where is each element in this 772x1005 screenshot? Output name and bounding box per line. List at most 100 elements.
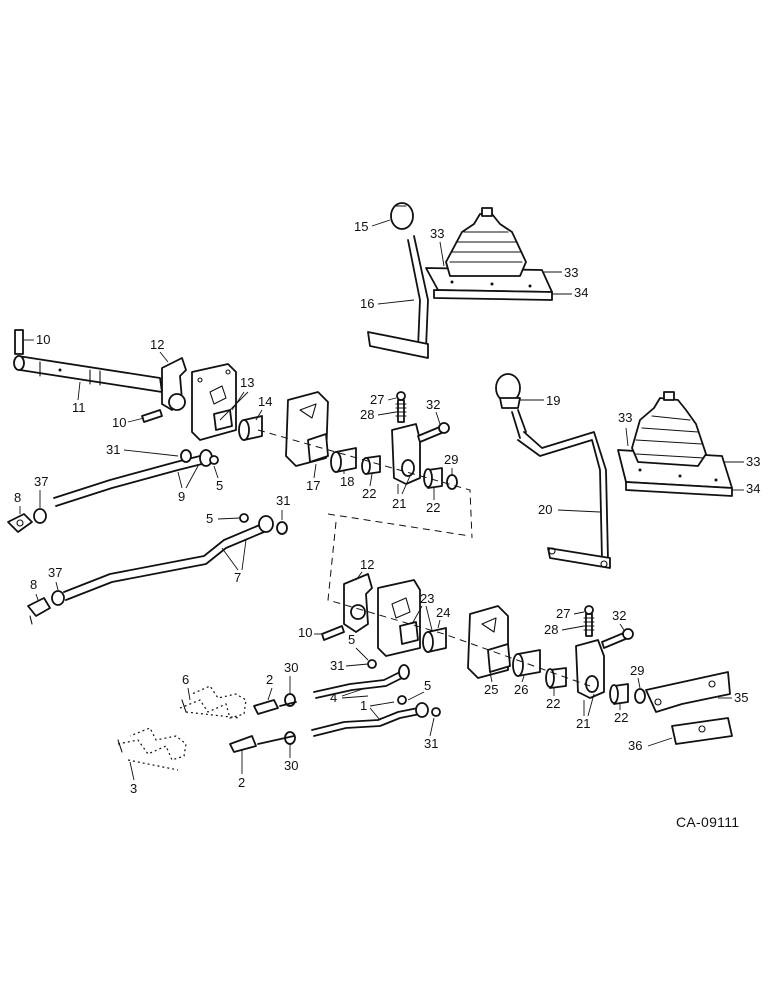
rod-9 <box>53 449 219 507</box>
callout-18: 18 <box>340 474 354 489</box>
spacer-22-upper <box>361 455 381 475</box>
cross-shaft <box>13 355 163 393</box>
callout-5b: 5 <box>206 511 213 526</box>
callout-35: 35 <box>734 690 748 705</box>
callout-15: 15 <box>354 219 368 234</box>
callout-21a: 21 <box>392 496 406 511</box>
linkage-6-phantom <box>179 685 247 719</box>
callout-labels: 10 12 11 10 13 14 31 37 8 9 5 5 31 7 37 … <box>14 219 760 796</box>
selector-bracket-upper <box>161 357 187 411</box>
spacer-22-upper-right <box>423 467 443 489</box>
callout-29a: 29 <box>444 452 458 467</box>
callout-10a: 10 <box>36 332 50 347</box>
bolt-32-upper <box>417 422 450 443</box>
callout-28a: 28 <box>360 407 374 422</box>
callout-30a: 30 <box>284 660 298 675</box>
callout-34b: 34 <box>746 481 760 496</box>
pin-10 <box>141 409 163 423</box>
callout-22c: 22 <box>546 696 560 711</box>
washer-29-lower <box>634 688 646 704</box>
callout-4: 4 <box>330 690 337 705</box>
callout-30b: 30 <box>284 758 298 773</box>
callout-1: 1 <box>360 698 367 713</box>
callout-22b: 22 <box>426 500 440 515</box>
interlock-plate-upper <box>191 363 237 441</box>
bushing-24 <box>422 627 447 653</box>
callout-37a: 37 <box>34 474 48 489</box>
callout-22a: 22 <box>362 486 376 501</box>
callout-8b: 8 <box>30 577 37 592</box>
pin-10-lower <box>321 625 345 641</box>
rod-7 <box>63 513 288 601</box>
spacer-22-lower-right <box>609 683 629 705</box>
drawing-number: CA-09111 <box>676 814 740 830</box>
callout-12b: 12 <box>360 557 374 572</box>
guide-plate-25 <box>467 605 511 679</box>
callout-13: 13 <box>240 375 254 390</box>
callout-21b: 21 <box>576 716 590 731</box>
rod-end-2-lower <box>229 731 296 753</box>
selector-bracket-lower <box>343 573 373 633</box>
callout-36: 36 <box>628 738 642 753</box>
callout-26: 26 <box>514 682 528 697</box>
callout-2b: 2 <box>238 775 245 790</box>
callout-5d: 5 <box>424 678 431 693</box>
washer-29-upper <box>446 474 458 490</box>
callout-33b: 33 <box>564 265 578 280</box>
callout-19: 19 <box>546 393 560 408</box>
callout-27a: 27 <box>370 392 384 407</box>
shift-boot-upper <box>425 207 553 301</box>
bolt-32-lower <box>601 628 634 649</box>
callout-22d: 22 <box>614 710 628 725</box>
callout-25: 25 <box>484 682 498 697</box>
callout-28b: 28 <box>544 622 558 637</box>
shift-fork-lower <box>575 605 605 699</box>
linkage-3-phantom <box>117 727 187 771</box>
callout-33a: 33 <box>430 226 444 241</box>
bushing-14 <box>238 415 263 441</box>
callout-31d: 31 <box>424 736 438 751</box>
callout-5a: 5 <box>216 478 223 493</box>
callout-9: 9 <box>178 489 185 504</box>
callout-6: 6 <box>182 672 189 687</box>
callout-37b: 37 <box>48 565 62 580</box>
guide-plate-17 <box>285 391 329 467</box>
callout-12a: 12 <box>150 337 164 352</box>
plate-36 <box>671 717 733 745</box>
callout-34a: 34 <box>574 285 588 300</box>
callout-5c: 5 <box>348 632 355 647</box>
callout-3: 3 <box>130 781 137 796</box>
rod-end-8-upper <box>7 508 47 533</box>
rod-end-8-lower <box>27 590 65 625</box>
bushing-18 <box>330 447 357 473</box>
shift-boot-lower <box>617 391 733 497</box>
callout-10c: 10 <box>298 625 312 640</box>
callout-11: 11 <box>72 400 86 415</box>
callout-14: 14 <box>258 394 272 409</box>
callout-2a: 2 <box>266 672 273 687</box>
callout-8a: 8 <box>14 490 21 505</box>
shift-lever-lower <box>495 373 611 569</box>
callout-20: 20 <box>538 502 552 517</box>
callout-31a: 31 <box>106 442 120 457</box>
roll-pin <box>14 329 24 355</box>
callout-24: 24 <box>436 605 450 620</box>
callout-10b: 10 <box>112 415 126 430</box>
callout-17: 17 <box>306 478 320 493</box>
callout-31c: 31 <box>330 658 344 673</box>
shift-lever-upper <box>367 202 429 359</box>
shift-fork-upper <box>391 391 421 485</box>
interlock-plate-lower <box>377 579 421 657</box>
rod-1 <box>311 695 441 737</box>
callout-33d: 33 <box>746 454 760 469</box>
callout-32a: 32 <box>426 397 440 412</box>
spacer-22-lower <box>545 667 567 689</box>
rod-end-2-upper <box>253 693 297 715</box>
callout-16: 16 <box>360 296 374 311</box>
bushing-26 <box>512 649 541 677</box>
rod-4 <box>313 659 410 699</box>
callout-23: 23 <box>420 591 434 606</box>
callout-31b: 31 <box>276 493 290 508</box>
